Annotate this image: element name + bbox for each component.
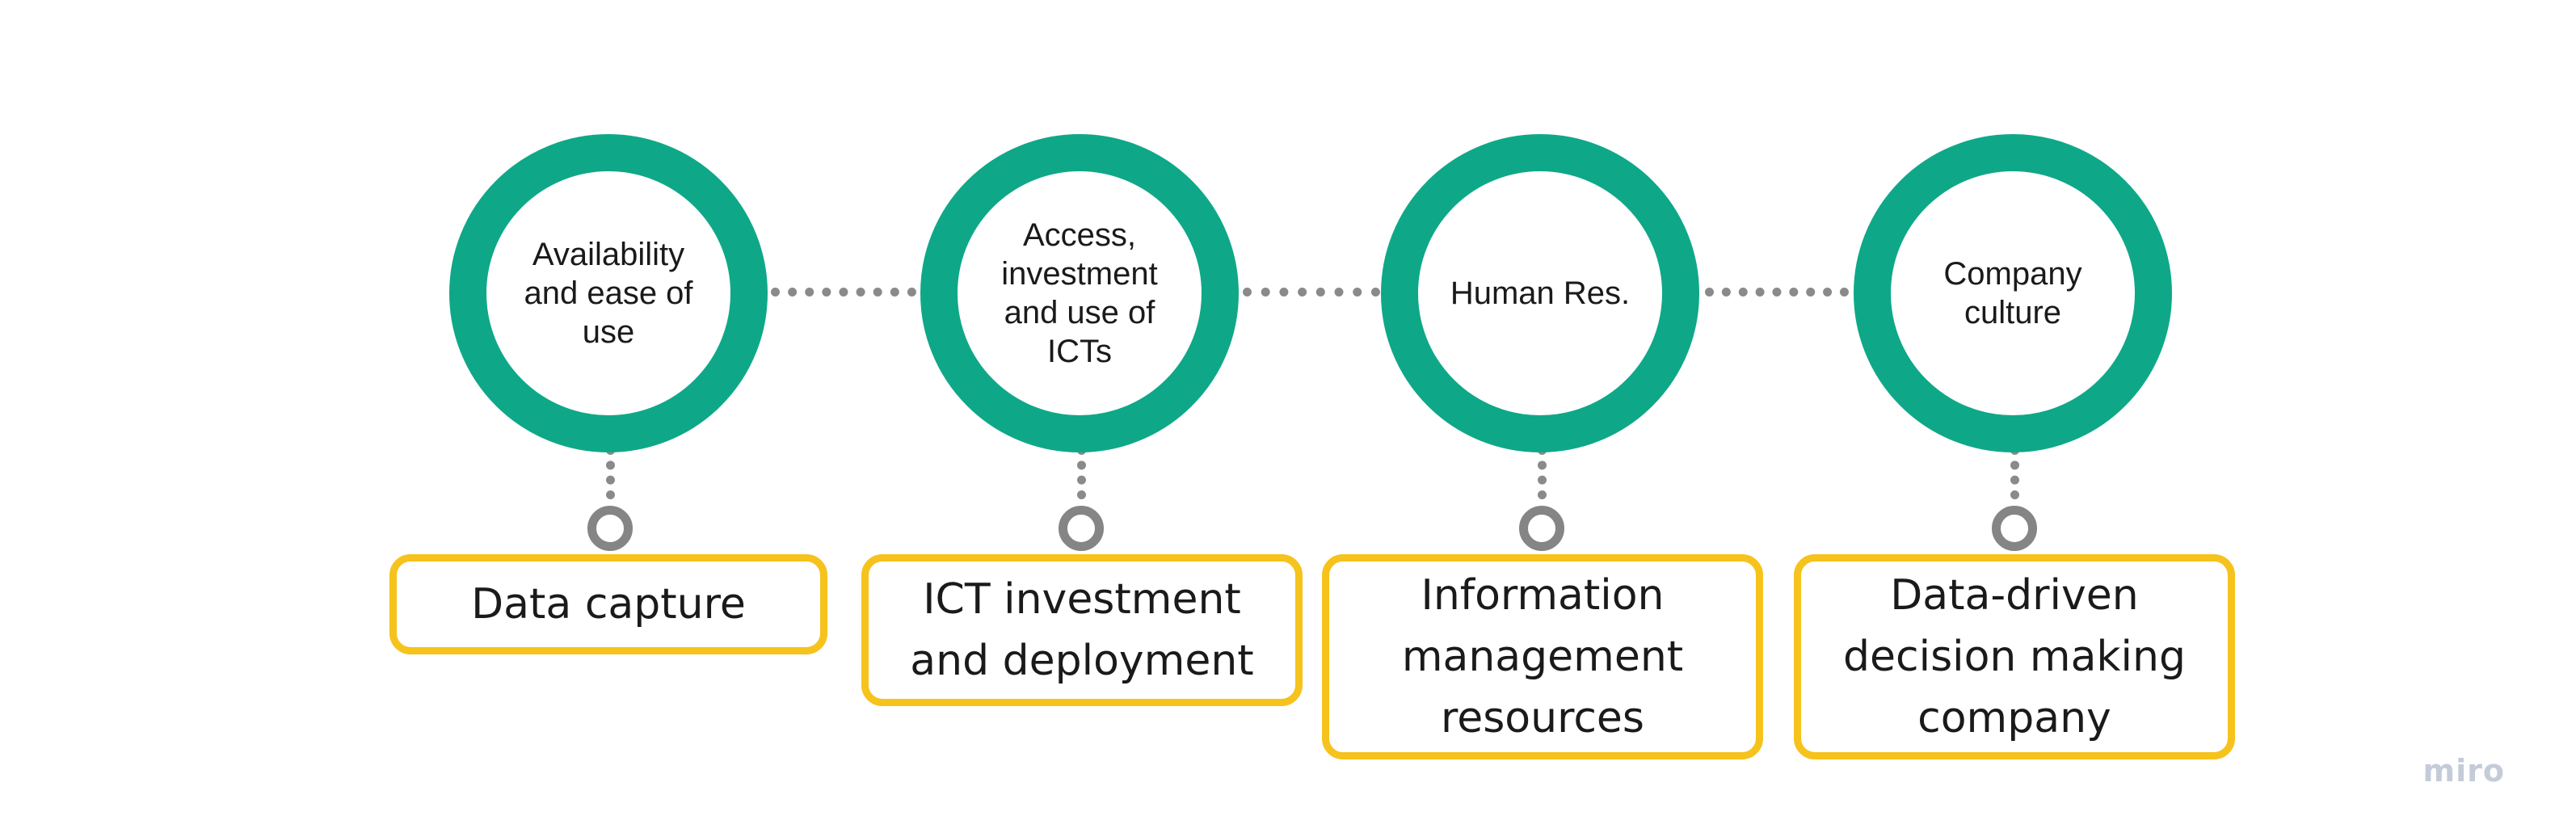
outcome-box-4: Data-driven decision making company	[1794, 554, 2235, 759]
stage-circle-4: Company culture	[1854, 134, 2172, 452]
outcome-box-2: ICT investment and deployment	[861, 554, 1303, 706]
stem-2	[1077, 446, 1086, 499]
stage-circle-label: Availability and ease of use	[524, 237, 693, 350]
stem-3	[1538, 446, 1547, 499]
connector-knob-4	[1992, 506, 2037, 551]
connector-knob-2	[1059, 506, 1104, 551]
stem-1	[606, 446, 615, 499]
connector-knob-1	[587, 506, 633, 551]
connector-1-2	[771, 288, 916, 297]
miro-logo: miro	[2422, 753, 2505, 789]
stage-circle-label: Access, investment and use of ICTs	[1001, 217, 1158, 369]
stage-circle-3: Human Res.	[1381, 134, 1699, 452]
connector-knob-3	[1519, 506, 1564, 551]
outcome-box-label: Information management resources	[1401, 571, 1684, 742]
stage-circle-2: Access, investment and use of ICTs	[920, 134, 1239, 452]
stage-circle-label: Company culture	[1943, 256, 2082, 330]
outcome-box-1: Data capture	[389, 554, 827, 654]
stage-circle-1: Availability and ease of use	[449, 134, 768, 452]
connector-2-3	[1243, 288, 1380, 297]
stem-4	[2010, 446, 2019, 499]
outcome-box-label: ICT investment and deployment	[910, 575, 1254, 685]
outcome-box-label: Data-driven decision making company	[1843, 571, 2186, 742]
outcome-box-label: Data capture	[471, 580, 746, 629]
connector-3-4	[1705, 288, 1849, 297]
outcome-box-3: Information management resources	[1322, 554, 1763, 759]
stage-circle-label: Human Res.	[1450, 275, 1631, 311]
